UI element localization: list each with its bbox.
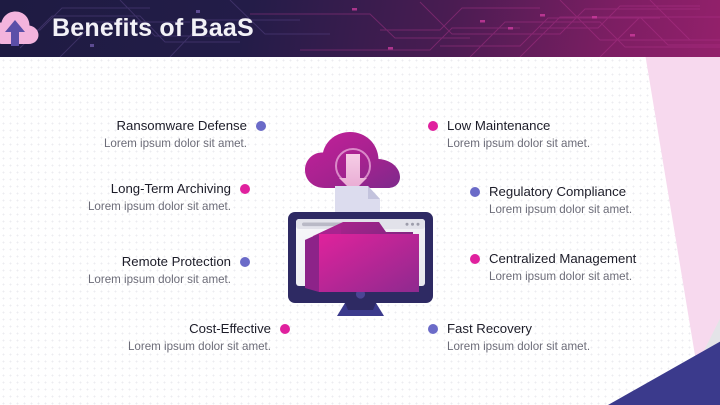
feature-description: Lorem ipsum dolor sit amet. <box>447 340 591 353</box>
feature-bullet-dot <box>428 323 438 334</box>
feature-item-ransomware-defense[interactable]: Ransomware Defense Lorem ipsum dolor sit… <box>36 117 266 152</box>
feature-description: Lorem ipsum dolor sit amet. <box>127 340 271 353</box>
feature-title-row: Fast Recovery <box>428 320 678 337</box>
feature-item-low-maintenance[interactable]: Low Maintenance Lorem ipsum dolor sit am… <box>428 117 678 152</box>
feature-title: Long-Term Archiving <box>110 181 231 196</box>
feature-description: Lorem ipsum dolor sit amet. <box>489 203 633 216</box>
feature-item-fast-recovery[interactable]: Fast Recovery Lorem ipsum dolor sit amet… <box>428 320 678 355</box>
page-title: Benefits of BaaS <box>52 14 254 42</box>
feature-item-regulatory-compliance[interactable]: Regulatory Compliance Lorem ipsum dolor … <box>470 183 710 218</box>
feature-item-centralized-management[interactable]: Centralized Management Lorem ipsum dolor… <box>470 250 710 285</box>
feature-title-row: Cost-Effective <box>36 320 290 337</box>
feature-item-long-term-archiving[interactable]: Long-Term Archiving Lorem ipsum dolor si… <box>36 180 250 215</box>
feature-description: Lorem ipsum dolor sit amet. <box>87 273 231 286</box>
feature-title: Cost-Effective <box>189 321 271 336</box>
feature-title: Fast Recovery <box>447 321 533 336</box>
feature-title: Low Maintenance <box>447 118 551 133</box>
feature-item-cost-effective[interactable]: Cost-Effective Lorem ipsum dolor sit ame… <box>36 320 290 355</box>
header-bar: Benefits of BaaS <box>0 0 720 57</box>
feature-description: Lorem ipsum dolor sit amet. <box>87 200 231 213</box>
feature-description: Lorem ipsum dolor sit amet. <box>103 137 247 150</box>
circuit-pattern <box>0 0 720 57</box>
download-arrow-icon <box>339 154 367 192</box>
feature-title: Remote Protection <box>121 254 231 269</box>
feature-title-row: Ransomware Defense <box>36 117 266 134</box>
feature-bullet-dot <box>256 120 266 131</box>
feature-title: Centralized Management <box>489 251 637 266</box>
feature-title-row: Regulatory Compliance <box>470 183 710 200</box>
feature-bullet-dot <box>240 256 250 267</box>
feature-item-remote-protection[interactable]: Remote Protection Lorem ipsum dolor sit … <box>36 253 250 288</box>
feature-bullet-dot <box>240 183 250 194</box>
feature-bullet-dot <box>428 120 438 131</box>
feature-description: Lorem ipsum dolor sit amet. <box>447 137 591 150</box>
feature-description: Lorem ipsum dolor sit amet. <box>489 270 633 283</box>
feature-title-row: Centralized Management <box>470 250 710 267</box>
feature-title-row: Low Maintenance <box>428 117 678 134</box>
folder-icon <box>305 222 419 292</box>
cloud-upload-icon <box>0 11 39 46</box>
feature-bullet-dot <box>280 323 290 334</box>
feature-bullet-dot <box>470 186 480 197</box>
cloud-backup-illustration <box>288 132 433 316</box>
feature-bullet-dot <box>470 253 480 264</box>
feature-title-row: Remote Protection <box>36 253 250 270</box>
feature-title: Ransomware Defense <box>116 118 247 133</box>
feature-title-row: Long-Term Archiving <box>36 180 250 197</box>
feature-title: Regulatory Compliance <box>489 184 627 199</box>
